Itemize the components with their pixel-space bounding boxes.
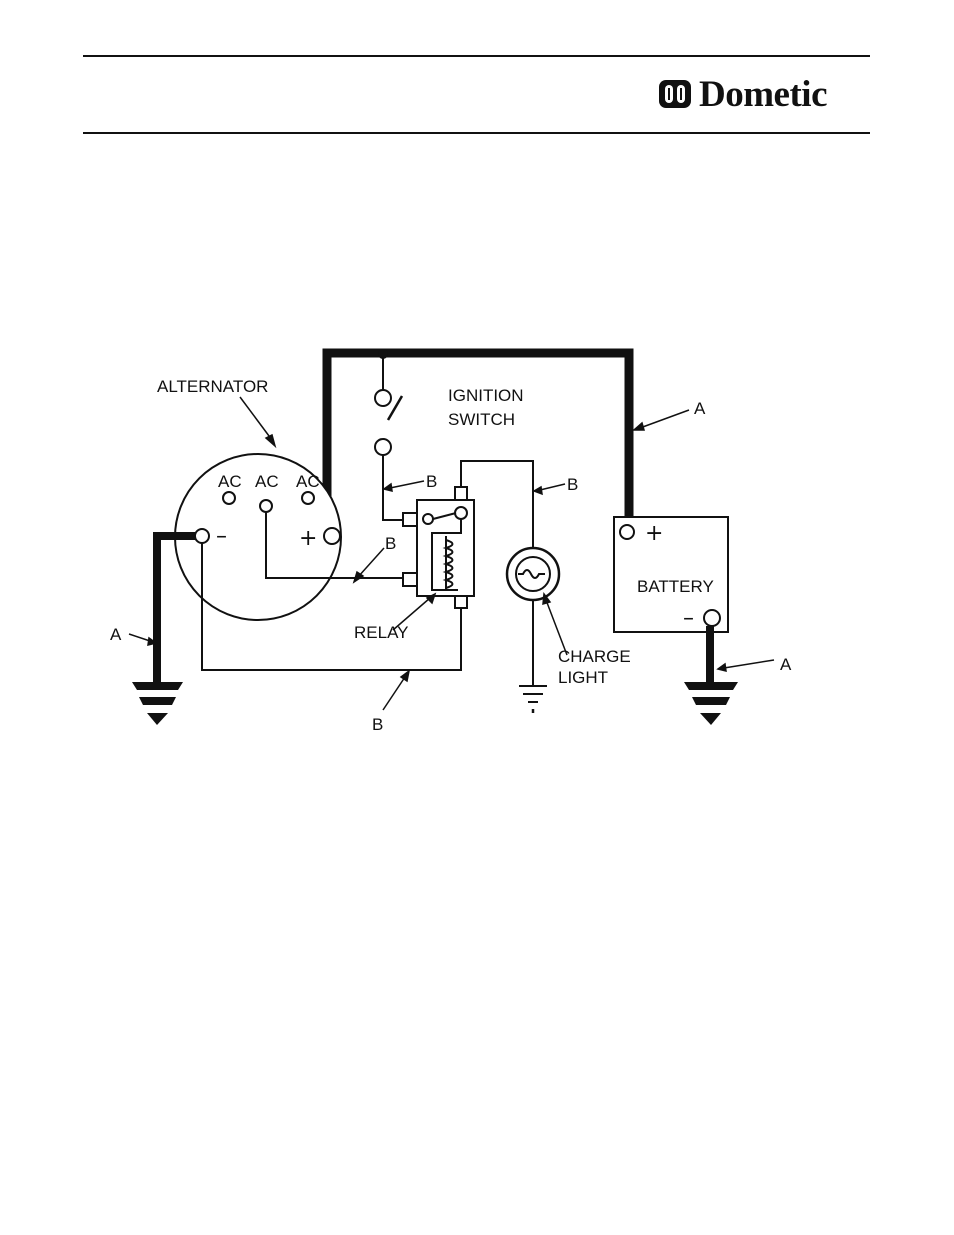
dometic-logo-icon xyxy=(658,79,692,109)
alternator-negative-symbol: – xyxy=(216,524,227,549)
ac-terminal-label-2: AC xyxy=(255,472,279,491)
brand-logo: Dometic xyxy=(658,74,827,114)
wire-label-a-alternator-ground: A xyxy=(110,625,122,644)
wire-label-b-charge-light: B xyxy=(567,475,578,494)
charge-light-label-line2: LIGHT xyxy=(558,668,608,687)
wire-label-b-switch: B xyxy=(426,472,437,491)
wire-label-a-top: A xyxy=(694,399,706,418)
wire-label-b-ac: B xyxy=(385,534,396,553)
header-bottom-rule xyxy=(83,132,870,134)
alternator-positive-symbol: + xyxy=(299,526,317,551)
relay-label: RELAY xyxy=(354,623,409,642)
header-top-rule xyxy=(83,55,870,57)
ignition-switch-label-line1: IGNITION xyxy=(448,386,524,405)
ac-terminal-label-3: AC xyxy=(296,472,320,491)
wire-label-a-battery-ground: A xyxy=(780,655,792,674)
heavy-wire-a-top xyxy=(327,353,629,534)
ignition-switch xyxy=(375,354,402,520)
wire-label-b-return: B xyxy=(372,715,383,734)
battery xyxy=(614,517,728,632)
charge-light-circuit xyxy=(461,461,559,713)
charge-light-label-line1: CHARGE xyxy=(558,647,631,666)
ac-terminal-label-1: AC xyxy=(218,472,242,491)
battery-negative-symbol: – xyxy=(683,606,694,631)
charging-circuit-diagram: ALTERNATOR AC AC AC – + IGNITION SWITCH … xyxy=(0,300,954,750)
ignition-switch-label-line2: SWITCH xyxy=(448,410,515,429)
battery-ground xyxy=(684,626,738,725)
battery-label: BATTERY xyxy=(637,577,714,596)
battery-positive-symbol: + xyxy=(645,521,663,546)
alternator-label: ALTERNATOR xyxy=(157,377,268,396)
brand-name: Dometic xyxy=(699,76,827,113)
relay xyxy=(403,487,474,608)
